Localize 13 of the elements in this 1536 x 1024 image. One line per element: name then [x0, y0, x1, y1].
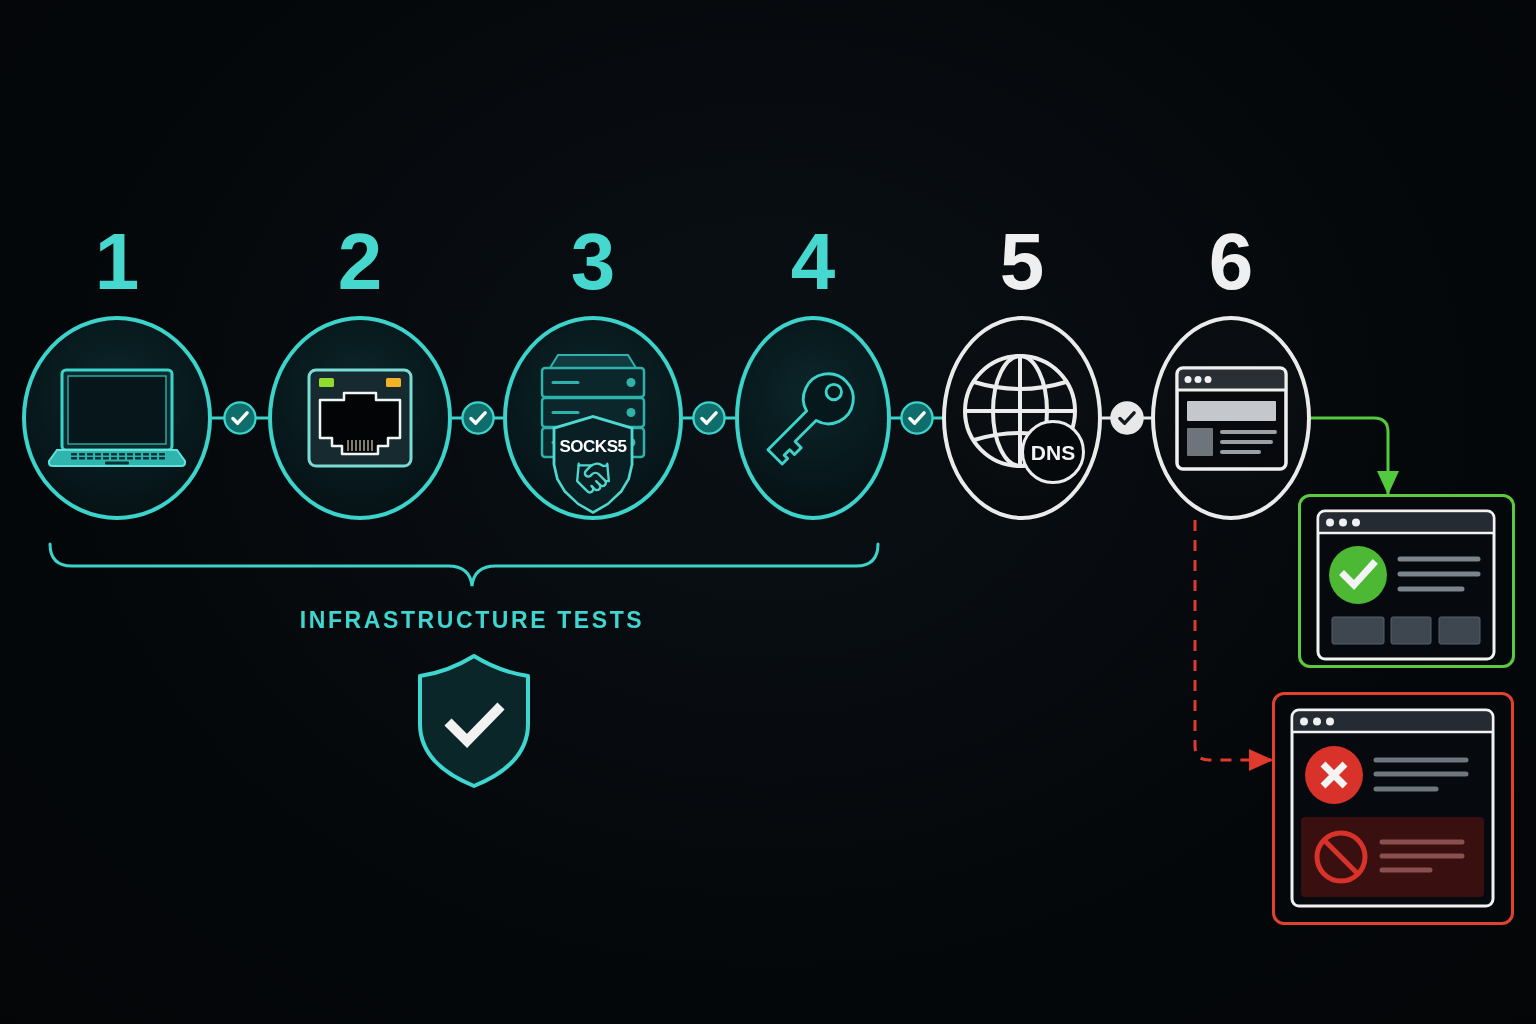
step-number: 5: [999, 222, 1045, 302]
protocol-label: SOCKS5: [559, 437, 627, 457]
step-number: 3: [570, 222, 616, 302]
step-number: 6: [1208, 222, 1254, 302]
group-label: INFRASTRUCTURE TESTS: [299, 606, 645, 634]
result-panel: [1298, 494, 1515, 668]
arrow: [1311, 416, 1399, 495]
step-number: 2: [337, 222, 383, 302]
arrow: [1193, 520, 1273, 771]
step-number: 1: [94, 222, 140, 302]
protocol-badge: DNS: [1021, 420, 1085, 484]
result-panel: [1272, 692, 1514, 925]
step-number: 4: [790, 222, 836, 302]
